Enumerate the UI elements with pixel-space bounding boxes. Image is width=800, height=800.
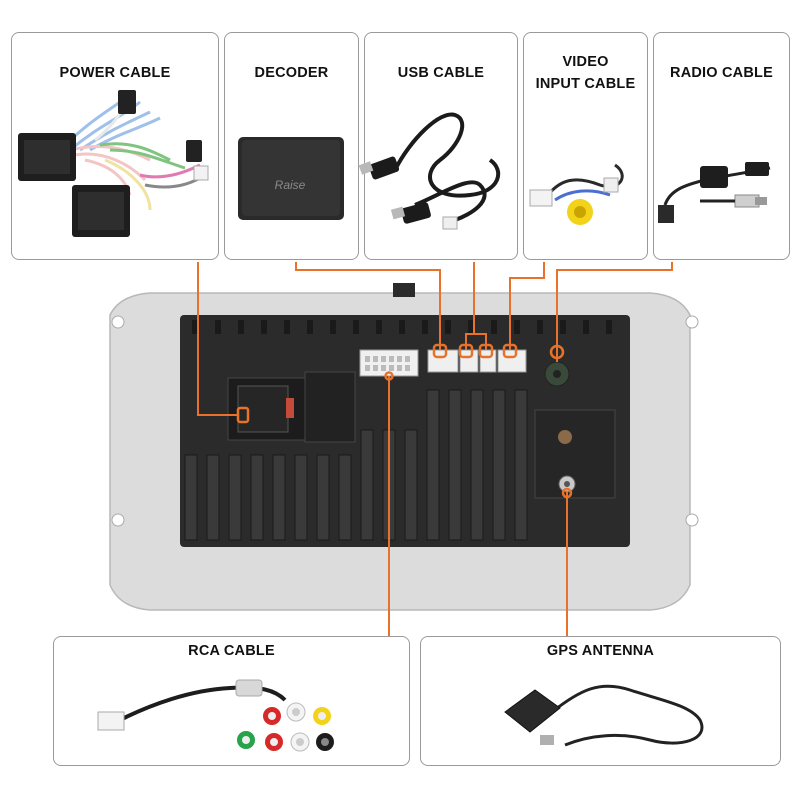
video-label-line1: VIDEO (562, 54, 609, 70)
port-highlights (236, 343, 573, 499)
radio-cable-card: RADIO CABLE (653, 32, 790, 260)
power-cable-image (18, 89, 209, 237)
rca-cable-label: RCA CABLE (188, 643, 275, 659)
decoder-label: DECODER (254, 65, 329, 81)
power-cable-label: POWER CABLE (59, 65, 171, 81)
radio-connector-line (556, 262, 673, 362)
rca-cable-card: RCA CABLE (53, 636, 410, 766)
radio-cable-image (658, 162, 771, 223)
connector-lines (197, 262, 673, 636)
video-input-cable-image (529, 163, 624, 225)
decoder-image: Raise (238, 137, 344, 220)
radio-cable-label: RADIO CABLE (670, 65, 773, 81)
decoder-brand-text: Raise (275, 178, 306, 192)
video-input-cable-card: VIDEO INPUT CABLE (523, 32, 648, 260)
gps-antenna-label: GPS ANTENNA (546, 643, 655, 659)
video-label-line2: INPUT CABLE (535, 76, 636, 92)
usb-cable-label: USB CABLE (397, 65, 485, 81)
video-connector-line (509, 262, 545, 350)
decoder-connector-line (295, 262, 441, 350)
gps-antenna-image (504, 684, 704, 747)
gps-antenna-card: GPS ANTENNA (420, 636, 781, 766)
head-unit-image (109, 283, 699, 611)
rca-cable-image (97, 679, 334, 752)
power-connector-line (197, 262, 238, 416)
usb-cable-card: USB CABLE (364, 32, 518, 260)
usb-cable-image (358, 112, 501, 230)
